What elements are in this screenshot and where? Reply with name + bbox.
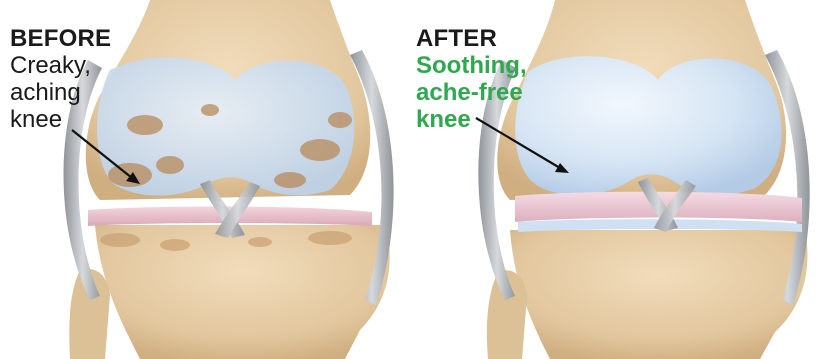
before-line-3: knee	[10, 107, 111, 134]
before-panel: BEFORE Creaky, aching knee	[0, 0, 410, 359]
after-caption: AFTER Soothing, ache-free knee	[416, 26, 527, 134]
after-line-2: ache-free	[416, 80, 527, 107]
before-line-1: Creaky,	[10, 53, 111, 80]
tibia-bone	[95, 225, 390, 359]
after-line-3: knee	[416, 107, 527, 134]
femoral-cartilage	[515, 56, 781, 195]
tibia-bone	[510, 230, 807, 359]
after-line-1: Soothing,	[416, 53, 527, 80]
before-heading: BEFORE	[10, 26, 111, 53]
after-panel: AFTER Soothing, ache-free knee	[410, 0, 820, 359]
before-line-2: aching	[10, 80, 111, 107]
before-caption: BEFORE Creaky, aching knee	[10, 26, 111, 134]
after-heading: AFTER	[416, 26, 527, 53]
